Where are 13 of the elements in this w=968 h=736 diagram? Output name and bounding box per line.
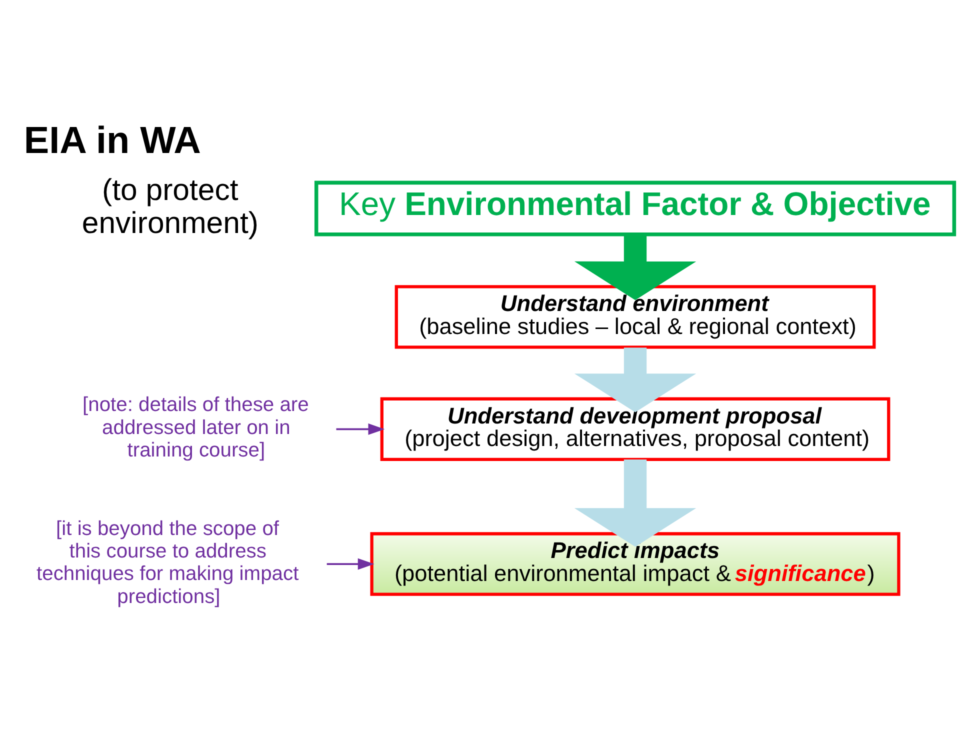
node-box: Understand environment (baseline studies – local & regional context) — [394, 285, 876, 349]
arrow — [326, 558, 374, 570]
arrow — [336, 423, 385, 435]
node-box: Key Environmental Factor & Objective — [314, 180, 956, 236]
node-box: Understand development proposal (project design, alternatives, proposal content) — [380, 397, 890, 461]
arrow — [574, 234, 696, 300]
node-text: [it is beyond the scope of this course to address techniques for making impact predictions] — [36, 518, 299, 608]
label: (to protect environment) — [82, 174, 258, 240]
node-box: Predict impacts (potential environmental impact & significance) — [370, 532, 900, 596]
node-text: [note: details of these are addressed later on in training course] — [82, 394, 309, 462]
arrow — [574, 459, 696, 547]
diagram-title: EIA in WA — [24, 120, 201, 162]
arrow — [574, 348, 696, 412]
